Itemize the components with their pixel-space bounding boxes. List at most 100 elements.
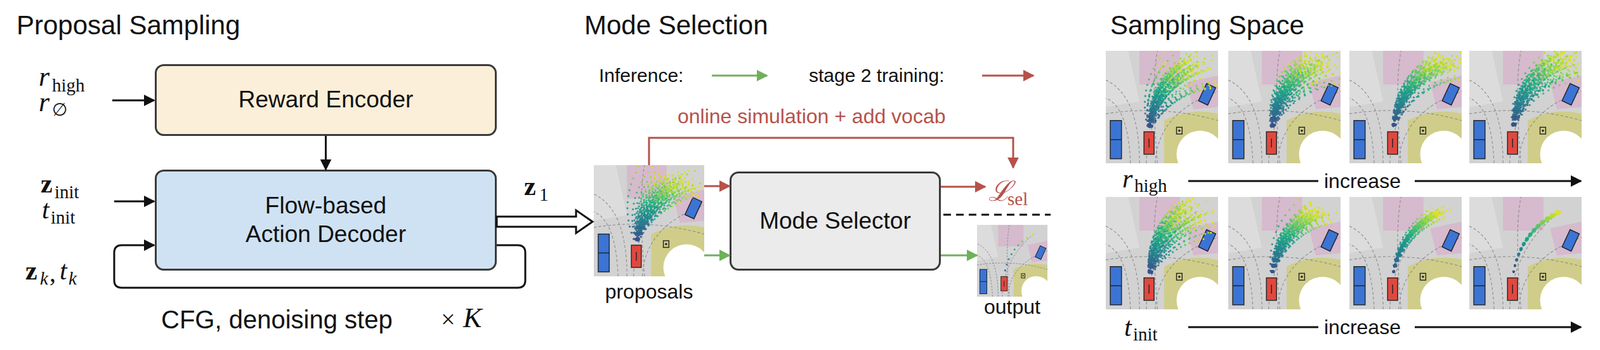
trajectory-point bbox=[1201, 60, 1204, 63]
trajectory-point bbox=[1150, 121, 1153, 124]
trajectory-point bbox=[1298, 71, 1300, 74]
trajectory-point bbox=[1165, 86, 1168, 89]
trajectory-point bbox=[1271, 123, 1274, 126]
trajectory-point bbox=[1173, 64, 1176, 66]
trajectory-point bbox=[1178, 90, 1181, 92]
trajectory-point bbox=[1392, 123, 1395, 126]
trajectory-point bbox=[1162, 74, 1165, 77]
trajectory-point bbox=[1180, 65, 1183, 68]
trajectory-point bbox=[1185, 67, 1188, 70]
trajectory-point bbox=[1150, 111, 1153, 113]
trajectory-point bbox=[1413, 91, 1416, 94]
trajectory-point bbox=[1185, 78, 1187, 81]
trajectory-point bbox=[1192, 91, 1195, 94]
trajectory-point bbox=[1162, 88, 1165, 91]
trajectory-point bbox=[1171, 75, 1174, 78]
trajectory-point bbox=[1304, 80, 1307, 83]
trajectory-point bbox=[1173, 71, 1176, 74]
trajectory-point bbox=[1150, 101, 1153, 104]
trajectory-point bbox=[1188, 64, 1191, 67]
trajectory-point bbox=[1310, 50, 1312, 53]
trajectory-point bbox=[1275, 98, 1278, 101]
trajectory-point bbox=[1292, 93, 1295, 96]
trajectory-point bbox=[1275, 111, 1278, 113]
trajectory-point bbox=[1318, 64, 1321, 66]
trajectory-point bbox=[1155, 76, 1158, 79]
trajectory-point bbox=[1289, 83, 1292, 86]
trajectory-point bbox=[1173, 100, 1176, 103]
trajectory-point bbox=[1301, 71, 1304, 74]
trajectory-point bbox=[1148, 112, 1151, 115]
lane-line bbox=[1154, 50, 1158, 164]
trajectory-point bbox=[1292, 102, 1295, 105]
trajectory-point bbox=[1270, 98, 1273, 101]
input-arrow bbox=[114, 200, 155, 203]
trajectory-point bbox=[1294, 71, 1297, 74]
trajectory-point bbox=[1315, 59, 1318, 62]
trajectory-point bbox=[1169, 90, 1172, 93]
trajectory-point bbox=[1186, 71, 1189, 74]
trajectory-point bbox=[1161, 100, 1164, 103]
axis-line bbox=[1188, 180, 1319, 183]
trajectory-point bbox=[1284, 108, 1287, 111]
trajectory-point bbox=[1291, 99, 1294, 102]
trajectory-point bbox=[1158, 57, 1161, 60]
trajectory-point bbox=[1150, 85, 1153, 87]
trajectory-point bbox=[1328, 59, 1331, 61]
trajectory-point bbox=[1160, 102, 1163, 105]
trajectory-point bbox=[1270, 123, 1273, 126]
trajectory-point bbox=[1199, 77, 1201, 80]
trajectory-point bbox=[1445, 61, 1448, 64]
trajectory-point bbox=[1287, 106, 1290, 109]
trajectory-point bbox=[1169, 81, 1172, 84]
trajectory-point bbox=[1160, 65, 1163, 68]
vehicle bbox=[1110, 120, 1122, 159]
trajectory-point bbox=[1285, 88, 1288, 91]
lane-line bbox=[1228, 97, 1253, 164]
trajectory-point bbox=[1313, 84, 1316, 87]
trajectory-point bbox=[1162, 92, 1165, 95]
trajectory-point bbox=[1284, 97, 1287, 99]
offroad-area bbox=[1420, 130, 1462, 164]
trajectory-point bbox=[1290, 72, 1293, 75]
trajectory-point bbox=[1168, 79, 1171, 82]
trajectory-point bbox=[1155, 62, 1158, 65]
vehicle bbox=[1442, 83, 1460, 105]
trajectory-point bbox=[1277, 108, 1280, 111]
trajectory-point bbox=[1195, 60, 1198, 63]
separator-dashed bbox=[943, 213, 1051, 216]
trajectory-point bbox=[1152, 96, 1155, 99]
trajectory-point bbox=[1154, 86, 1157, 89]
trajectory-point bbox=[1174, 92, 1177, 95]
trajectory-point bbox=[1162, 79, 1165, 82]
trajectory-point bbox=[1322, 67, 1325, 70]
scene-area bbox=[1349, 50, 1384, 108]
trajectory-point bbox=[1445, 57, 1448, 60]
trajectory-point bbox=[1175, 74, 1178, 77]
trajectory-point bbox=[1166, 72, 1168, 75]
trajectory-point bbox=[1207, 83, 1210, 86]
trajectory-point bbox=[1162, 86, 1165, 89]
axis-arrow bbox=[1414, 326, 1581, 328]
trajectory-point bbox=[1188, 64, 1191, 67]
trajectory-point bbox=[1159, 81, 1162, 84]
vehicle bbox=[1353, 120, 1366, 159]
trajectory-point bbox=[1280, 97, 1283, 99]
trajectory-point bbox=[1300, 59, 1303, 62]
trajectory-point bbox=[1159, 91, 1162, 94]
trajectory-point bbox=[1157, 105, 1160, 108]
trajectory-point bbox=[1301, 71, 1304, 74]
trajectory-point bbox=[1178, 92, 1181, 95]
trajectory-point bbox=[1269, 104, 1272, 106]
trajectory-point bbox=[1146, 124, 1149, 127]
trajectory-point bbox=[1273, 90, 1276, 92]
trajectory-point bbox=[1184, 72, 1187, 75]
trajectory-point bbox=[1316, 81, 1319, 84]
trajectory-point bbox=[1164, 69, 1167, 72]
trajectory-point bbox=[1165, 95, 1168, 98]
trajectory-point bbox=[1325, 74, 1328, 77]
trajectory-point bbox=[1277, 86, 1279, 89]
trajectory-point bbox=[1206, 67, 1209, 70]
trajectory-point bbox=[1190, 75, 1193, 78]
trajectory-point bbox=[1282, 97, 1285, 100]
